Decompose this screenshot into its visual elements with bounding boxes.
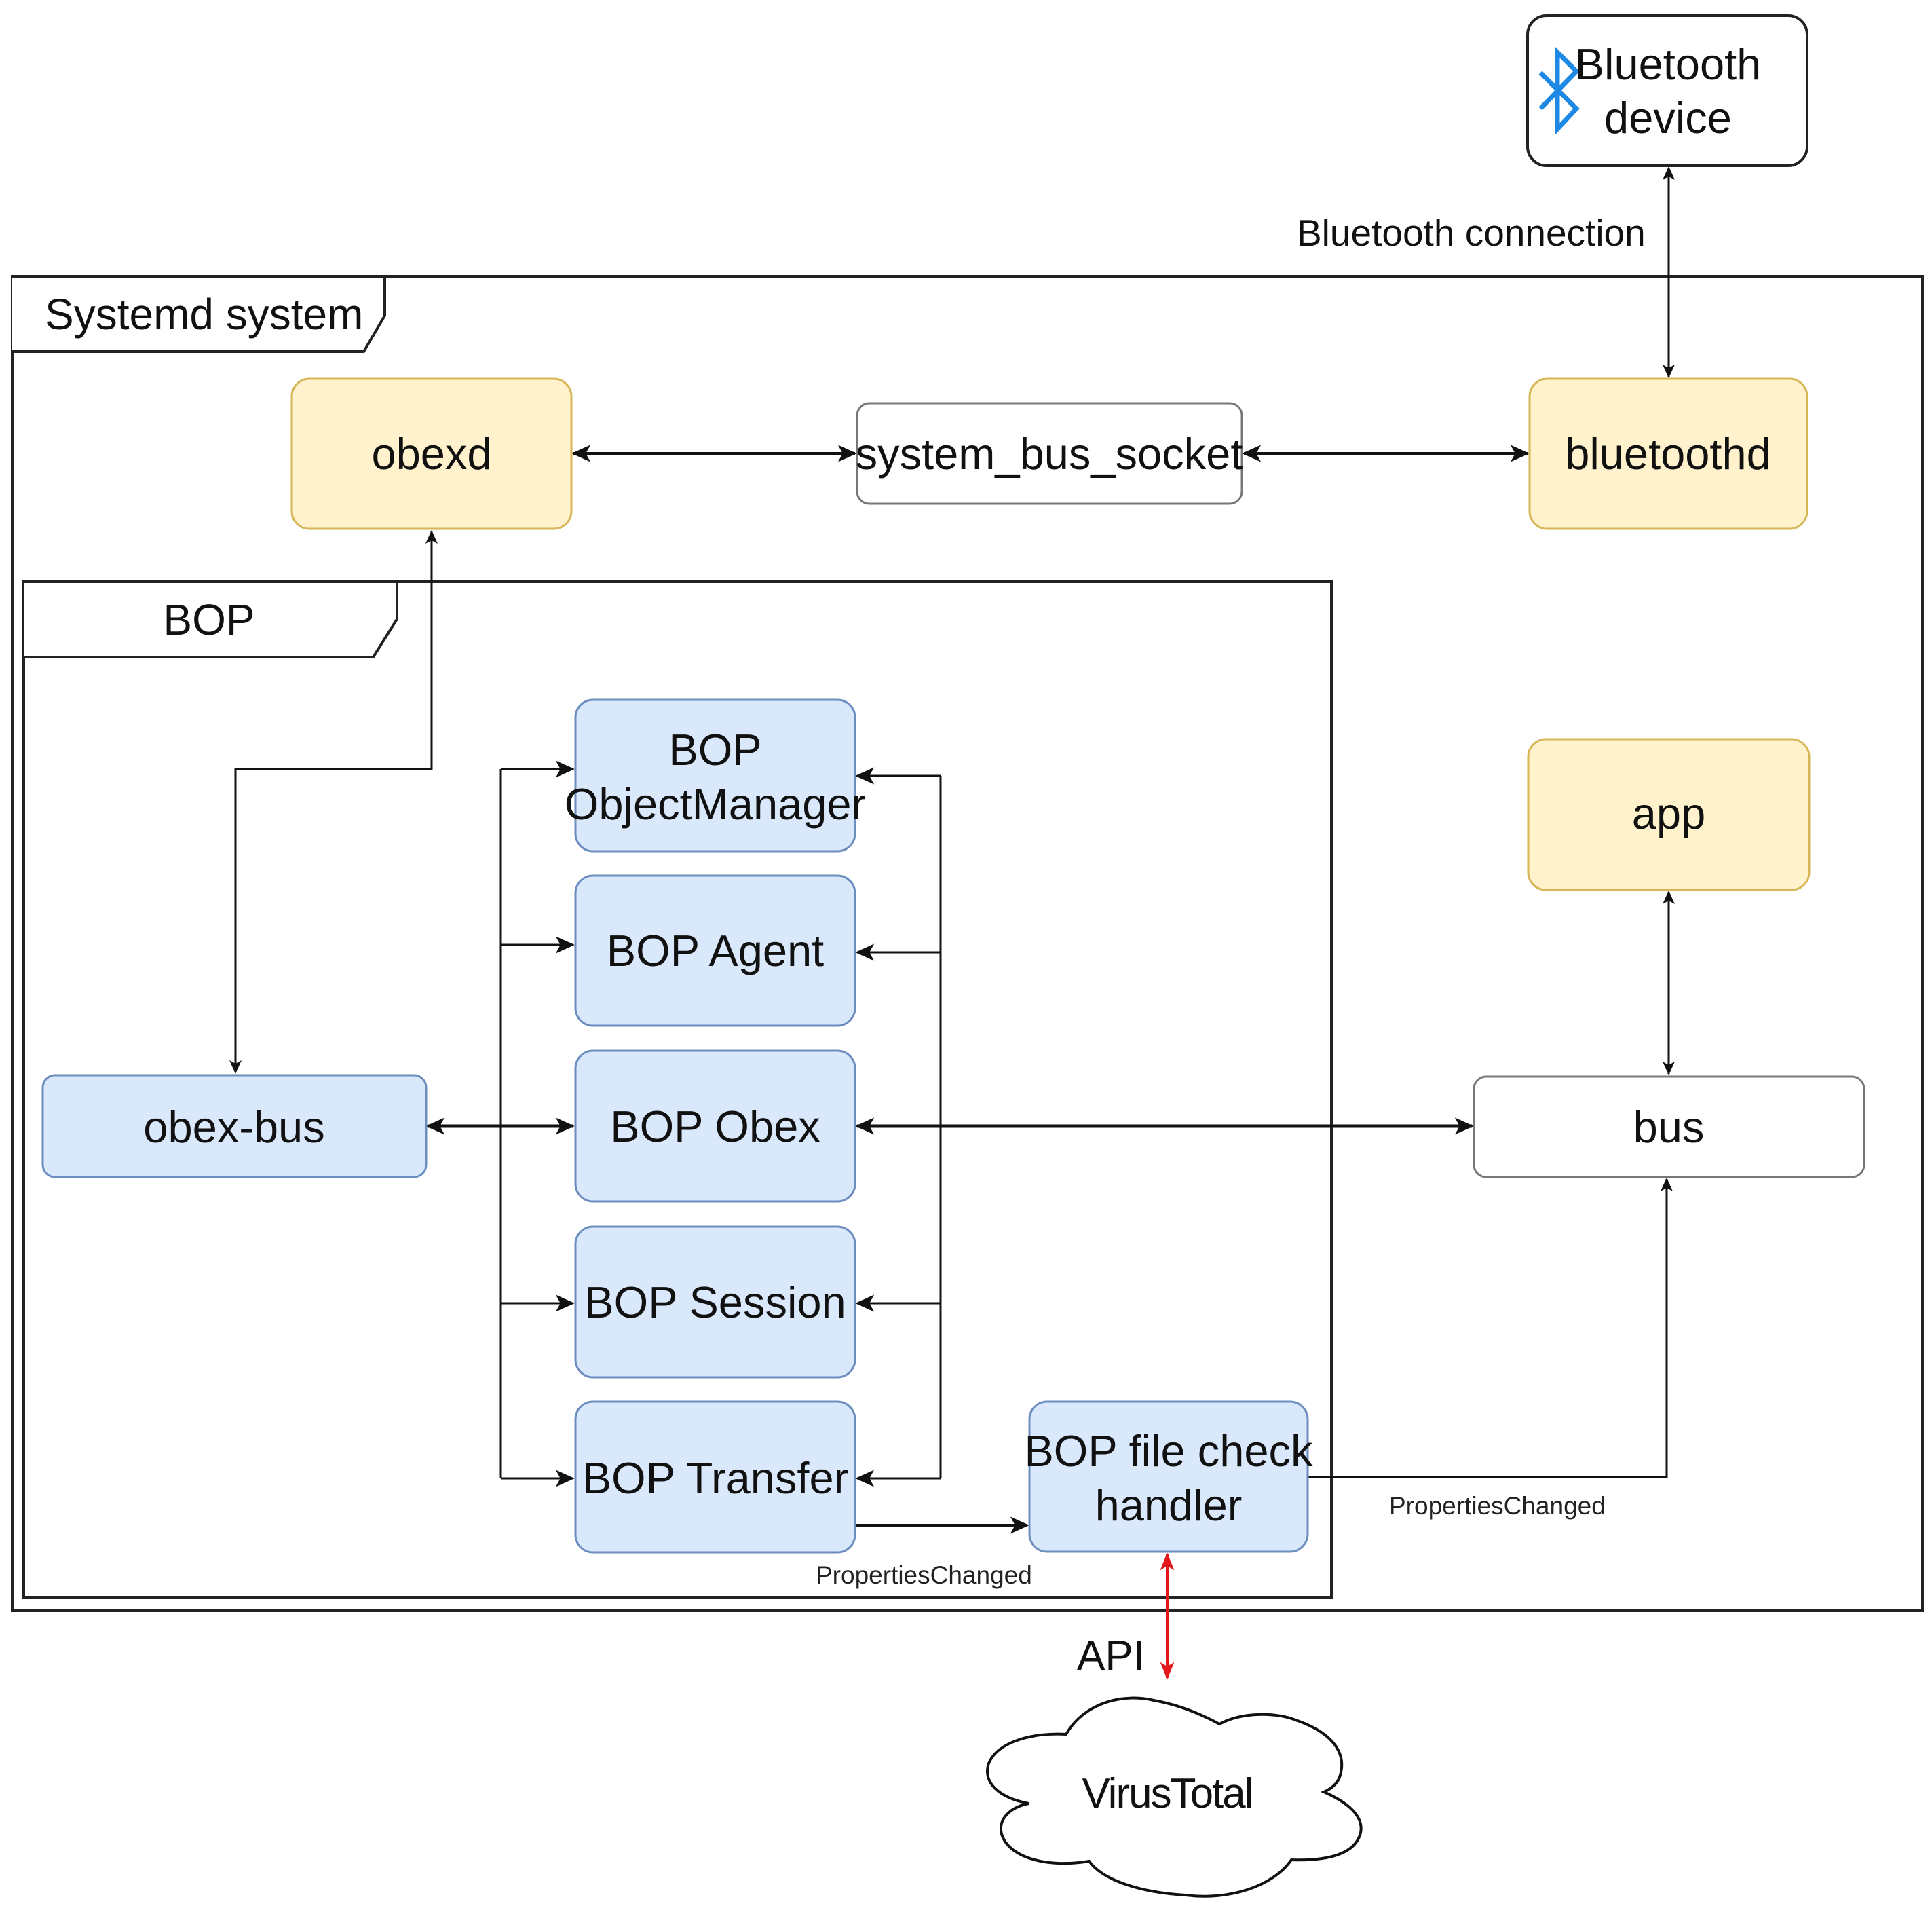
bluetoothd-label: bluetoothd (1565, 429, 1771, 479)
obexd-label: obexd (371, 429, 491, 479)
node-bop-file-check-handler[interactable]: BOP file check handler (1024, 1400, 1313, 1553)
node-obexd[interactable]: obexd (290, 377, 573, 530)
node-bop-transfer[interactable]: BOP Transfer (574, 1400, 856, 1554)
node-bus[interactable]: bus (1473, 1075, 1865, 1178)
node-bop-session[interactable]: BOP Session (574, 1225, 856, 1379)
edge-obexd-obex-bus (229, 530, 438, 1074)
bop-session-label: BOP Session (584, 1277, 846, 1327)
node-bop-agent[interactable]: BOP Agent (574, 874, 856, 1027)
node-bluetoothd[interactable]: bluetoothd (1528, 377, 1808, 530)
system-bus-socket-label: system_bus_socket (856, 429, 1243, 479)
bluetooth-device-label-line2: device (1604, 93, 1732, 143)
edge-label-transfer-properties-changed: PropertiesChanged (816, 1561, 1032, 1589)
cloud-icon (986, 1696, 1363, 1898)
bop-objectmanager-label-line1: BOP (668, 725, 761, 774)
virustotal-label: VirusTotal (1082, 1770, 1252, 1817)
bluetooth-device-label-line1: Bluetooth (1575, 39, 1762, 89)
bop-obex-label: BOP Obex (610, 1102, 820, 1151)
edge-handler-bus (1308, 1178, 1673, 1478)
node-bluetooth-device[interactable]: Bluetooth device (1526, 14, 1808, 167)
bop-agent-label: BOP Agent (607, 926, 824, 975)
systemd-frame-label: Systemd system (45, 290, 363, 339)
systemd-system-frame: Systemd system (11, 275, 1924, 1612)
obex-bus-label: obex-bus (143, 1102, 324, 1152)
node-virustotal[interactable]: VirusTotal (986, 1696, 1363, 1898)
node-obex-bus[interactable]: obex-bus (41, 1074, 428, 1178)
edge-label-handler-properties-changed: PropertiesChanged (1389, 1492, 1606, 1520)
bop-file-check-handler-label-line2: handler (1095, 1480, 1243, 1530)
bop-transfer-label: BOP Transfer (582, 1453, 849, 1503)
node-bop-obex[interactable]: BOP Obex (574, 1049, 856, 1203)
bop-objectmanager-label-line2: ObjectManager (565, 779, 866, 829)
app-label: app (1632, 789, 1705, 838)
edge-label-api: API (1077, 1632, 1145, 1679)
systemd-frame-tab (12, 275, 386, 353)
left-fanout-bus (499, 760, 575, 1487)
node-app[interactable]: app (1527, 738, 1811, 891)
bus-label: bus (1633, 1102, 1705, 1152)
node-bop-objectmanager[interactable]: BOP ObjectManager (565, 698, 866, 853)
bop-file-check-handler-label-line1: BOP file check (1024, 1426, 1313, 1476)
bluetooth-icon (1538, 46, 1580, 135)
node-system-bus-socket[interactable]: system_bus_socket (856, 402, 1243, 505)
bop-frame-label: BOP (163, 595, 254, 644)
edge-label-bluetooth-connection: Bluetooth connection (1297, 212, 1646, 254)
